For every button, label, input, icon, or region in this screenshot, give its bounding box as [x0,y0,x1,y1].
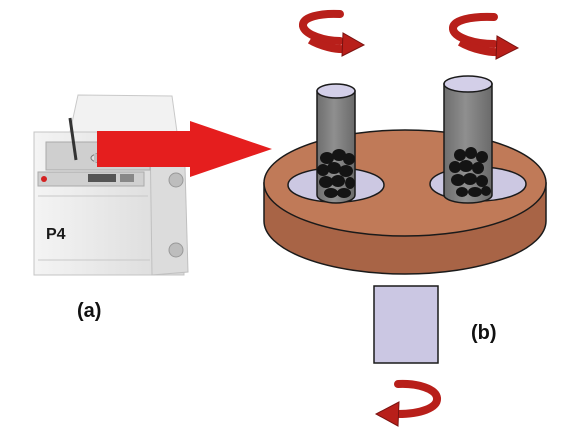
power-button [41,176,47,182]
curved-rotation-arrow-icon [374,379,441,427]
ball-mill-machine [33,94,189,276]
right-arrow-icon [97,121,272,177]
grinding-balls-right [449,147,491,197]
panel-b-label: (b) [471,322,497,344]
vial-right [443,75,493,204]
curved-rotation-arrow-icon [299,9,366,57]
machine-model-label: P4 [46,226,66,243]
machine-lid [69,94,178,133]
drive-shaft [373,285,439,364]
grinding-balls-left [317,149,355,198]
curved-rotation-arrow-icon [449,12,520,60]
vial-left [316,83,356,204]
panel-a-label: (a) [77,300,102,322]
